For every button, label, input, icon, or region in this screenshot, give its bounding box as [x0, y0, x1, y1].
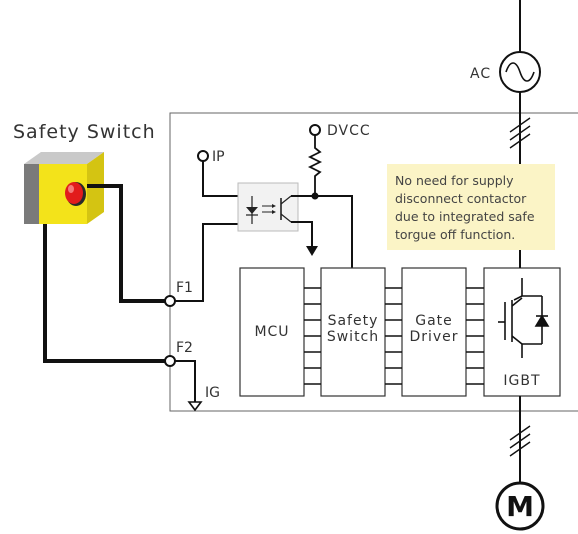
dvcc-label: DVCC [327, 123, 371, 139]
ac-label: AC [470, 66, 491, 82]
terminal-f1 [164, 295, 176, 307]
controller-enclosure [169, 112, 578, 412]
safety-switch-label-2: Switch [327, 329, 379, 345]
ig-label: IG [205, 385, 220, 401]
safety-switch-label-1: Safety [328, 313, 379, 329]
wire-f1-internal [175, 223, 240, 302]
terminal-dvcc [309, 124, 321, 136]
mcu-block [239, 267, 305, 397]
igbt-label: IGBT [503, 373, 540, 389]
note-line-3: due to integrated safe [395, 209, 535, 224]
emergency-button [65, 182, 83, 204]
note-line-2: disconnect contactor [395, 191, 527, 206]
ip-label: IP [212, 149, 225, 165]
note-line-1: No need for supply [395, 173, 514, 188]
signal-bus-lines [304, 287, 484, 385]
gate-driver-label-2: Driver [409, 329, 458, 345]
wire-f2 [43, 224, 165, 363]
gate-driver-block [401, 267, 467, 397]
motor-label: M [506, 490, 534, 523]
f2-label: F2 [176, 340, 193, 356]
pullup-resistor-icon [307, 135, 323, 196]
wire-f1 [87, 184, 165, 303]
safety-switch-block [320, 267, 386, 397]
gate-driver-label-1: Gate [415, 313, 453, 329]
optocoupler [237, 182, 299, 232]
wire-to-safety-switch [315, 195, 353, 268]
note-line-4: torgue off function. [395, 227, 515, 242]
ground-ig-icon [187, 401, 203, 412]
terminal-ip [197, 150, 209, 162]
igbt-symbol-icon [498, 278, 550, 358]
terminal-f2 [164, 355, 176, 367]
f1-label: F1 [176, 280, 193, 296]
motor-icon [495, 481, 545, 531]
wire-ip [202, 161, 240, 197]
wire-f2-ground [175, 360, 196, 402]
three-phase-marker-bottom [509, 425, 531, 457]
opto-output-arrow-icon [306, 246, 318, 256]
note-box [387, 164, 555, 250]
safety-switch-title: Safety Switch [13, 121, 156, 143]
mcu-label: MCU [254, 324, 289, 340]
three-phase-marker-top [509, 117, 531, 149]
